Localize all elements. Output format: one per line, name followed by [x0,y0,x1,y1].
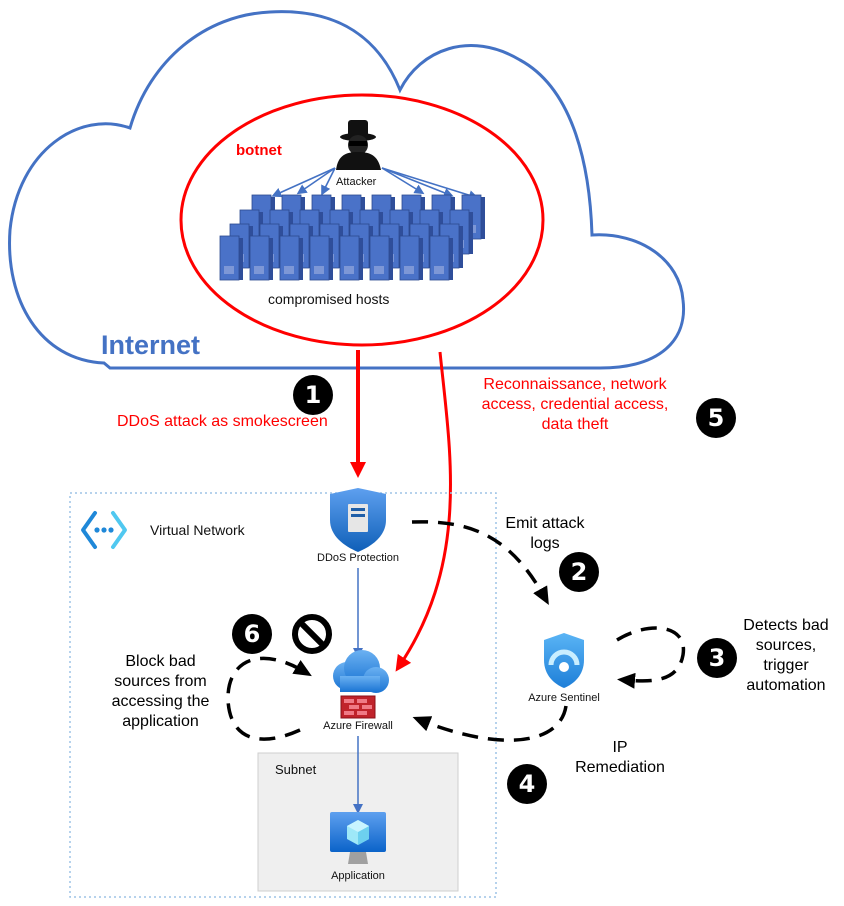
attacker-icon [336,120,381,170]
step-6-label-line: sources from [114,673,207,690]
server-tower-icon [339,235,363,281]
internet-label: Internet [101,330,201,360]
virtual-network-icon [81,511,127,549]
server-tower-icon [249,235,273,281]
step-badge-4: 4 [507,764,547,804]
step-3-label-line: sources, [755,637,817,654]
ip-remediation-arrow [412,705,568,742]
internet-cloud-outline [8,10,686,370]
step-6-label-line: accessing the [111,693,210,710]
ddos-protection-icon [330,488,386,552]
server-tower-icon [399,235,423,281]
ddos-protection-label: DDoS Protection [317,552,399,564]
attacker-command-arrows [271,167,479,200]
azure-firewall-label: Azure Firewall [323,720,393,732]
step-2-label: Emit attack logs [490,514,600,554]
block-loop-arrow [226,656,312,741]
compromised-hosts-label: compromised hosts [268,291,390,307]
attacker-label: Attacker [336,176,377,188]
step-3-label: Detects bad sources, trigger automation [736,616,836,696]
step-2-label-line: logs [530,535,560,552]
azure-sentinel-label: Azure Sentinel [528,692,600,704]
azure-sentinel-icon [544,633,584,688]
azure-firewall-icon [333,650,389,719]
step-6-label-line: application [122,713,199,730]
step-6-label-line: Block bad [125,653,196,670]
server-tower-icon [279,235,303,281]
server-tower-icon [219,235,243,281]
step-badge-1: 1 [293,375,333,415]
step-badge-2: 2 [559,552,599,592]
step-5-label-line: Reconnaissance, network [483,376,667,393]
emit-logs-arrow [411,520,549,605]
server-tower-icon [369,235,393,281]
server-tower-icon [429,235,453,281]
botnet-label: botnet [236,142,282,159]
step-5-label: Reconnaissance, network access, credenti… [470,375,680,435]
step-4-label-line: IP [612,739,628,756]
block-icon [292,614,332,654]
step-badge-5: 5 [696,398,736,438]
botnet-ellipse [179,93,545,347]
intrusion-attack-arrow [395,351,452,672]
step-5-label-line: data theft [541,416,609,433]
server-tower-icon [309,235,333,281]
detect-loop-arrow [616,626,686,689]
step-3-label-line: trigger [763,657,809,674]
step-2-label-line: Emit attack [505,515,585,532]
step-3-label-line: automation [746,677,826,694]
subnet-label: Subnet [275,762,317,777]
step-5-label-line: access, credential access, [481,396,669,413]
application-label: Application [331,870,385,882]
virtual-network-label: Virtual Network [150,522,245,538]
step-badge-6: 6 [232,614,272,654]
application-icon [330,812,386,864]
step-6-label: Block bad sources from accessing the app… [98,652,223,732]
step-1-label: DDoS attack as smokescreen [117,413,328,430]
step-3-label-line: Detects bad [743,617,829,634]
compromised-hosts-icon [219,194,485,281]
step-4-label-line: Remediation [575,759,665,776]
step-4-label: IP Remediation [570,738,670,778]
step-badge-3: 3 [697,638,737,678]
